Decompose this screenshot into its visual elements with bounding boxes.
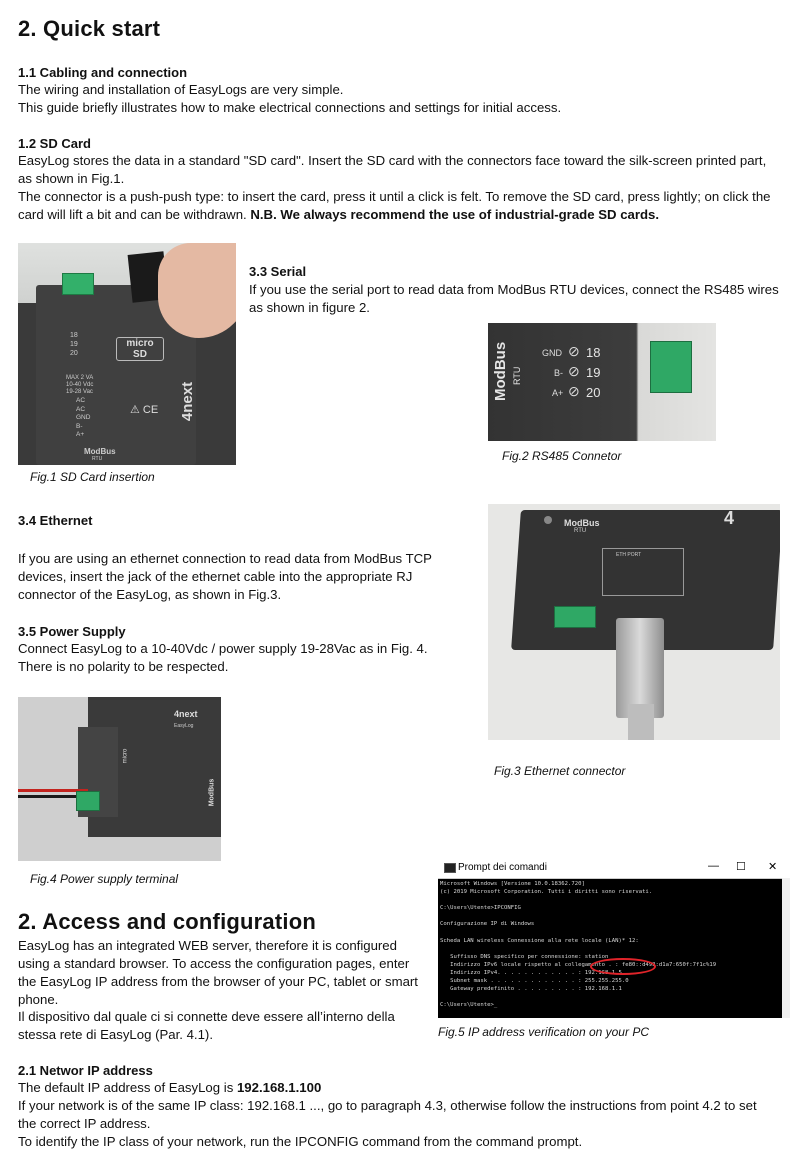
- text-line: the EasyLog IP address from the browser …: [18, 974, 418, 989]
- scrollbar[interactable]: [782, 878, 790, 1018]
- heading-network-ip: 2.1 Networ IP address: [18, 1063, 153, 1078]
- ce-marks-icon: ⚠ CE: [130, 404, 159, 416]
- figure-caption: Fig.1 SD Card insertion: [30, 470, 155, 484]
- modbus-label: ModBus: [492, 341, 509, 401]
- figure-rs485-connector: ModBus RTU GND B- A+ ⊘ ⊘ ⊘ 18 19 20: [488, 323, 716, 441]
- eth-port-label: ETH PORT: [616, 552, 642, 558]
- model-label: EasyLog: [174, 723, 194, 729]
- text-line: connector of the EasyLog, as shown in Fi…: [18, 587, 282, 602]
- text-line: If you use the serial port to read data …: [249, 282, 779, 297]
- text-line: To identify the IP class of your network…: [18, 1134, 583, 1149]
- text-line: If you are using an ethernet connection …: [18, 551, 432, 566]
- micro-sd-label: SD: [133, 349, 147, 360]
- screw-icon: ⊘: [568, 343, 580, 359]
- maximize-icon[interactable]: ☐: [736, 861, 746, 873]
- figure-caption: Fig.3 Ethernet connector: [494, 764, 626, 778]
- text-line: EasyLog stores the data in a standard "S…: [18, 153, 767, 168]
- pin-labels: AC AC GND B- A+: [76, 397, 91, 438]
- heading-power-supply: 3.5 Power Supply: [18, 624, 126, 639]
- screw-icon: ⊘: [568, 383, 580, 399]
- text-line: There is no polarity to be respected.: [18, 659, 229, 674]
- text-fragment: The default IP address of EasyLog is: [18, 1080, 237, 1095]
- text-line: card will lift a bit and can be withdraw…: [18, 206, 659, 224]
- a-plus-label: A+: [552, 388, 564, 398]
- rtu-label: RTU: [512, 366, 522, 385]
- cmd-title: Prompt dei comandi: [458, 862, 547, 873]
- pin-number: 19: [586, 365, 601, 380]
- figure-caption: Fig.5 IP address verification on your PC: [438, 1025, 649, 1039]
- brand-label: 4: [724, 508, 735, 528]
- micro-sd-label: micro: [122, 748, 129, 764]
- text-line: This guide briefly illustrates how to ma…: [18, 100, 562, 115]
- text-line: using a standard browser. To access the …: [18, 956, 410, 971]
- gnd-label: GND: [542, 348, 562, 358]
- page-title-quick-start: 2. Quick start: [18, 16, 161, 41]
- heading-serial: 3.3 Serial: [249, 264, 307, 279]
- cmd-output: Microsoft Windows [Versione 10.0.18362.7…: [440, 881, 717, 1009]
- text-line: The connector is a push-push type: to in…: [18, 189, 771, 204]
- pin-number: 18: [586, 345, 601, 360]
- pin-number: 20: [586, 385, 601, 400]
- screw-icon: ⊘: [568, 363, 580, 379]
- figure-caption: Fig.4 Power supply terminal: [30, 872, 179, 886]
- close-icon[interactable]: ✕: [768, 861, 778, 873]
- modbus-label: ModBus: [84, 447, 116, 456]
- text-line: as shown in Fig.1.: [18, 171, 125, 186]
- text-line: The wiring and installation of EasyLogs …: [18, 82, 344, 97]
- rtu-label: RTU: [92, 456, 103, 462]
- text-line: as shown in figure 2.: [249, 300, 370, 315]
- micro-sd-label: micro: [126, 338, 154, 349]
- modbus-label: ModBus: [208, 778, 216, 807]
- pin-numbers: 18 19 20: [70, 332, 78, 357]
- sd-card-note: N.B. We always recommend the use of indu…: [250, 207, 660, 222]
- text-line: Connect EasyLog to a 10-40Vdc / power su…: [18, 641, 428, 656]
- spec-label: MAX 2 VA 10-40 Vdc 19-28 Vac: [66, 375, 94, 395]
- text-line: EasyLog has an integrated WEB server, th…: [18, 938, 397, 953]
- figure-command-prompt: Prompt dei comandi — ☐ ✕ Microsoft Windo…: [438, 858, 790, 1018]
- text-line: The default IP address of EasyLog is 192…: [18, 1079, 321, 1097]
- default-ip: 192.168.1.100: [236, 1080, 322, 1095]
- figure-sd-card-insertion: micro SD MAX 2 VA 10-40 Vdc 19-28 Vac AC…: [18, 243, 236, 465]
- text-line: stessa rete di EasyLog (Par. 4.1).: [18, 1027, 213, 1042]
- brand-label: 4next: [174, 709, 198, 719]
- heading-sd-card: 1.2 SD Card: [18, 136, 91, 151]
- figure-ethernet-connector: ModBus RTU ETH PORT 4: [488, 504, 780, 740]
- text-line: If your network is of the same IP class:…: [18, 1098, 757, 1113]
- rtu-label: RTU: [574, 528, 587, 534]
- cmd-title-bar: Prompt dei comandi — ☐ ✕: [438, 858, 790, 879]
- text-line: the correct IP address.: [18, 1116, 151, 1131]
- text-fragment: card will lift a bit and can be withdraw…: [18, 207, 251, 222]
- heading-ethernet: 3.4 Ethernet: [18, 513, 93, 528]
- cmd-window-icon: [444, 863, 456, 873]
- text-line: Il dispositivo dal quale ci si connette …: [18, 1009, 395, 1024]
- ip-highlight-ellipse: [590, 958, 656, 975]
- modbus-label: ModBus: [564, 518, 600, 528]
- text-line: devices, insert the jack of the ethernet…: [18, 569, 413, 584]
- brand-label: 4next: [179, 381, 197, 422]
- figure-caption: Fig.2 RS485 Connetor: [502, 449, 622, 463]
- section-title-access: 2. Access and configuration: [18, 909, 316, 934]
- b-minus-label: B-: [554, 368, 563, 378]
- figure-power-supply-terminal: 4next EasyLog micro ModBus: [18, 697, 221, 861]
- heading-cabling: 1.1 Cabling and connection: [18, 65, 188, 80]
- minimize-icon[interactable]: —: [708, 860, 719, 872]
- text-line: phone.: [18, 992, 59, 1007]
